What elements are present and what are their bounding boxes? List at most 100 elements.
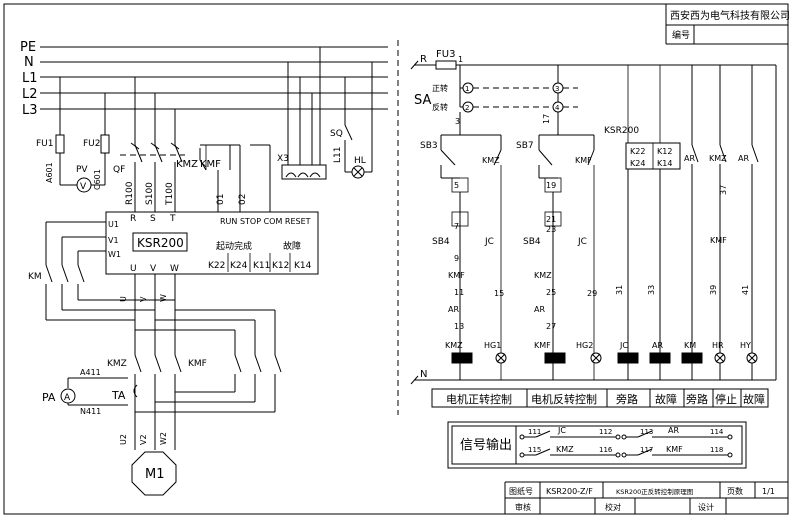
- fuse-fu1: [55, 134, 65, 154]
- sa-pos-2: 2: [465, 104, 469, 112]
- sa-rev-label: 反转: [432, 102, 448, 112]
- wire-21: 21: [546, 215, 556, 224]
- design-label: 设计: [698, 502, 714, 512]
- sq-label: SQ: [330, 129, 343, 139]
- coil-ar: [649, 352, 671, 364]
- qf-label: QF: [113, 165, 125, 175]
- term-r: R: [130, 214, 136, 224]
- rev-coil-kmf-label: KMF: [534, 341, 551, 350]
- wire-31: 31: [615, 285, 624, 295]
- bus-l1: L1: [22, 71, 38, 86]
- input-t100: T100: [165, 182, 175, 206]
- softstarter-name: KSR200: [137, 236, 184, 250]
- top-ar-2: AR: [738, 154, 749, 163]
- signal-jc-left: 111: [528, 428, 541, 436]
- function-row: 电机正转控制 电机反转控制 旁路 故障 旁路 停止 故障: [431, 388, 769, 408]
- signal-ar-left: 113: [640, 428, 653, 436]
- bus-n: N: [24, 55, 34, 70]
- rev-jc-label: JC: [577, 237, 587, 247]
- sa-pos-4: 4: [555, 104, 560, 112]
- func-rev: 电机反转控制: [531, 392, 597, 406]
- sb7-label: SB7: [516, 141, 534, 151]
- km-label: KM: [28, 272, 42, 282]
- control-rails: R N FU3 1: [410, 49, 777, 385]
- softstarter-ksr200: KSR200 RUN STOP COM RESET 起动完成 故障 K22 K2…: [105, 211, 319, 275]
- ctrl-n-label: N: [420, 369, 427, 380]
- coil-jc-label: JC: [619, 341, 628, 350]
- kmz-power-label: KMZ: [107, 359, 127, 369]
- signal-jc: 111 JC 112: [519, 426, 621, 440]
- motor-m1: U2 V2 W2 M1: [119, 432, 177, 496]
- ksr-box-k14: K14: [657, 159, 672, 168]
- aux-kmz-label: KMZ: [176, 159, 198, 170]
- signal-kmz-left: 115: [528, 446, 541, 454]
- fuse-fu3: [435, 60, 457, 70]
- pages-label: 页数: [727, 486, 743, 496]
- fuse-fu1-label: FU1: [36, 139, 54, 149]
- wire-9: 9: [454, 254, 459, 263]
- signal-ar-right: 114: [710, 428, 724, 436]
- x3-label: X3: [277, 154, 289, 164]
- fuse-fu2: [100, 134, 110, 154]
- wire-37: 37: [719, 185, 728, 195]
- l11-label: L11: [333, 147, 343, 163]
- out-u: U: [130, 264, 137, 274]
- rev-kmz-label: KMZ: [534, 271, 552, 280]
- kmz-kmf-power: KMZ KMF: [107, 354, 282, 450]
- drawing-no-label: 图纸号: [509, 486, 533, 496]
- term-v1: V1: [108, 236, 119, 245]
- rev-interlock-kmf: KMF: [575, 156, 592, 165]
- bus-l3: L3: [22, 103, 38, 118]
- wire-33: 33: [647, 285, 656, 295]
- wire-27: 27: [546, 322, 556, 331]
- signal-kmf-right: 118: [710, 446, 723, 454]
- qf-breaker: QF R100 S100 T100: [113, 77, 185, 212]
- wire-29: 29: [587, 289, 597, 298]
- fwd-coil-kmz-label: KMZ: [445, 341, 463, 350]
- contact-k14: K14: [294, 261, 312, 271]
- func-fault-2: 故障: [743, 392, 765, 406]
- signal-jc-right: 112: [599, 428, 612, 436]
- ammeter-symbol: A: [64, 393, 71, 403]
- wire-17: 17: [542, 114, 551, 124]
- coil-km-label: KM: [684, 341, 696, 350]
- coil-kmf: [544, 352, 566, 364]
- motor-wire-u2: U2: [119, 434, 128, 445]
- term-u1: U1: [108, 220, 119, 229]
- sa-label: SA: [414, 93, 431, 108]
- sa-pos-1: 1: [465, 85, 469, 93]
- hl-label: HL: [354, 156, 366, 166]
- sb4-fwd-label: SB4: [432, 237, 450, 247]
- wire-15: 15: [494, 289, 504, 298]
- kmf-contact-label: KMF: [710, 236, 727, 245]
- bus-pe: PE: [20, 40, 36, 55]
- fault-label: 故障: [283, 240, 301, 252]
- softstarter-ctrl-header: RUN STOP COM RESET: [220, 217, 311, 226]
- wire-c601: C601: [93, 169, 102, 190]
- top-ar-1: AR: [684, 154, 695, 163]
- voltmeter-label: PV: [76, 165, 88, 175]
- pages: 1/1: [762, 487, 775, 496]
- ammeter-label: PA: [42, 391, 56, 404]
- fwd-interlock-kmz: KMZ: [482, 156, 500, 165]
- review-label: 审核: [515, 502, 531, 512]
- out-v: V: [150, 264, 157, 274]
- lamp-hr-label: HR: [712, 341, 724, 350]
- kmz-kmf-aux: KMZ KMF 01 02: [176, 144, 271, 212]
- ct-ammeter: TA A PA A411 N411: [42, 368, 138, 416]
- ctrl-wire-02: 02: [238, 194, 248, 205]
- wire-3: 3: [455, 117, 460, 126]
- func-bypass-2: 旁路: [686, 392, 708, 406]
- fwd-kmf-label: KMF: [448, 271, 465, 280]
- ammeter: [60, 388, 76, 404]
- rev-ar-label: AR: [534, 305, 545, 314]
- ctrl-wire-01: 01: [216, 194, 226, 205]
- wire-w: W: [159, 294, 168, 302]
- signal-kmf-name: KMF: [666, 445, 683, 454]
- signal-output-label: 信号输出: [460, 437, 512, 453]
- out-w: W: [170, 264, 179, 274]
- signal-ar: 113 AR 114: [621, 426, 733, 440]
- func-bypass-1: 旁路: [616, 392, 638, 406]
- wire-23: 23: [546, 225, 556, 234]
- signal-kmz-right: 116: [599, 446, 613, 454]
